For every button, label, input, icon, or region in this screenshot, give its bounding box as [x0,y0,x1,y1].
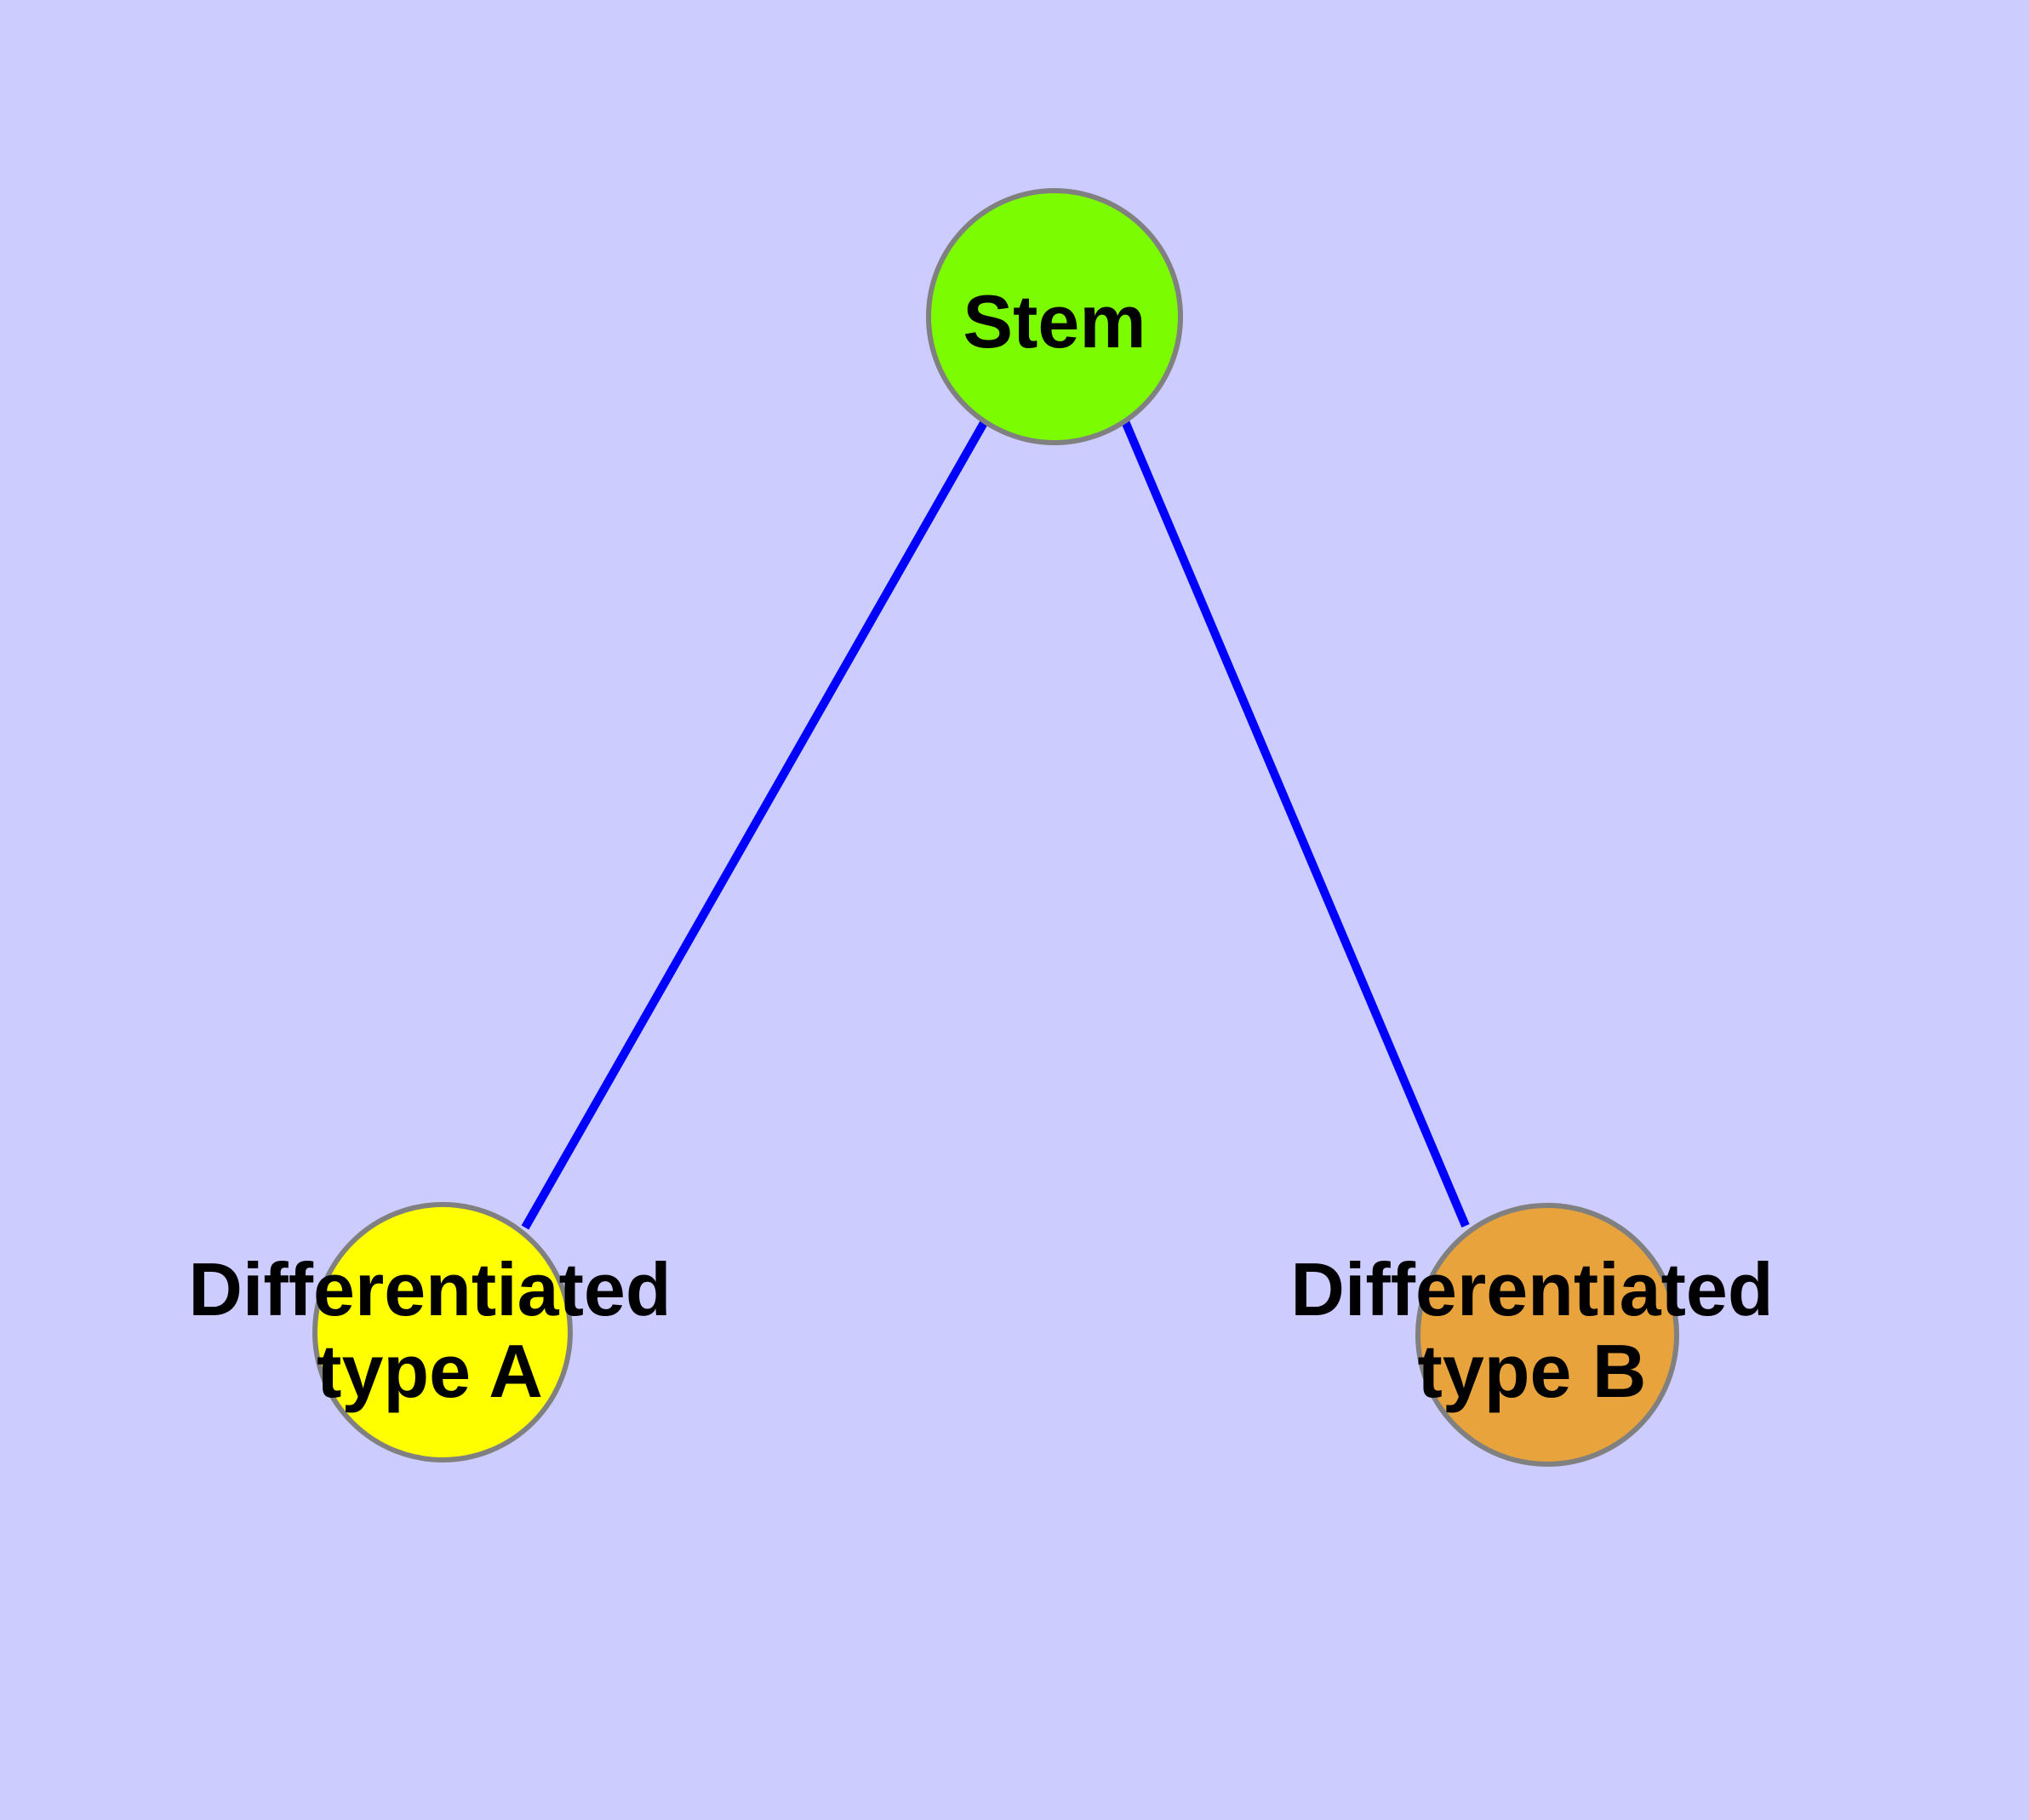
node-label-line: Differentiated [188,1247,671,1331]
node-label-line: type A [317,1329,543,1413]
node-label-line: Differentiated [1290,1247,1773,1331]
nodes-layer [312,188,1679,1467]
node-label-stem: Stem [963,279,1146,363]
edge-stem-to-differentiated-type-b [1121,420,1470,1228]
node-label-line: type B [1418,1329,1647,1413]
node-circle-differentiated-type-b[interactable] [1415,1203,1679,1467]
node-circle-stem[interactable] [926,188,1183,445]
node-label-line: Stem [963,279,1146,363]
node-circle-differentiated-type-a[interactable] [312,1202,573,1462]
edges-layer [521,419,1470,1230]
edge-stem-to-differentiated-type-a [521,419,989,1230]
